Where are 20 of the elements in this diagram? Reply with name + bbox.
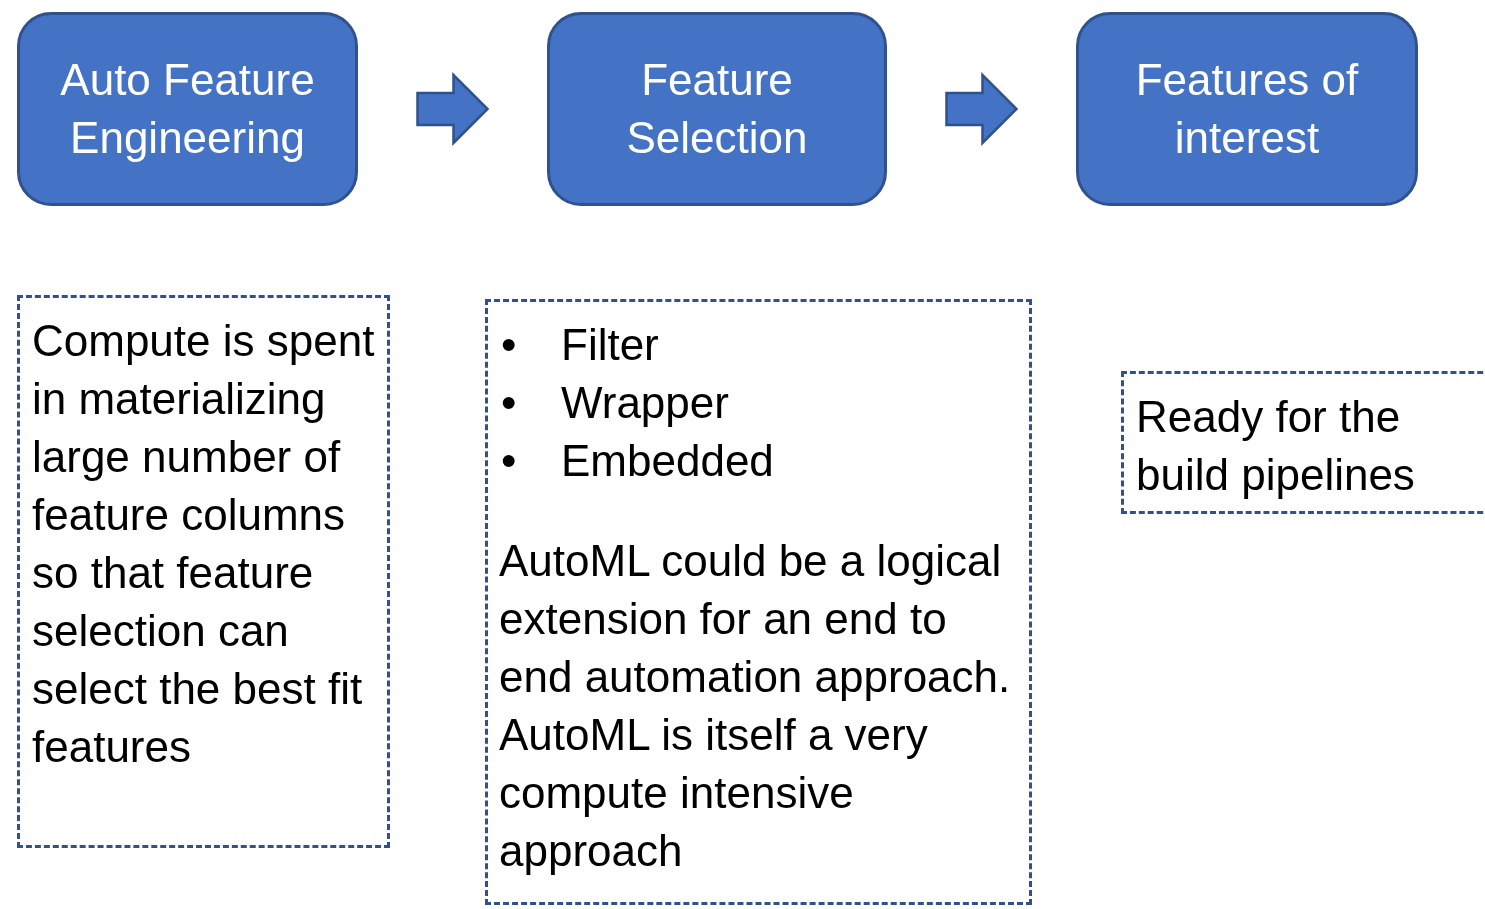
process-box (547, 12, 887, 206)
process-box (1076, 12, 1418, 206)
bullet: • (500, 435, 518, 487)
box-label: Feature Selection (625, 54, 809, 164)
note-text: Ready for the build pipelines (1136, 391, 1416, 501)
bullet: • (500, 319, 518, 371)
note-box (1121, 371, 1485, 514)
note-box (17, 295, 390, 848)
bullet-item: Wrapper (561, 377, 729, 429)
block-arrow (416, 72, 490, 146)
note-text: Compute is spent in materializing large number of feature columns so that feature selection can select the best fit features (32, 315, 376, 773)
note-box (485, 299, 1032, 905)
block-arrow (945, 72, 1019, 146)
box-label: Features of interest (1134, 54, 1360, 164)
process-box (17, 12, 358, 206)
box-label: Auto Feature Engineering (59, 54, 316, 164)
bullet-item: Filter (561, 319, 659, 371)
bullet: • (500, 377, 518, 429)
note-text: AutoML could be a logical extension for an end to end automation approach. AutoML is itself a very compute intensive approach (499, 535, 1012, 877)
bullet-item: Embedded (561, 435, 774, 487)
